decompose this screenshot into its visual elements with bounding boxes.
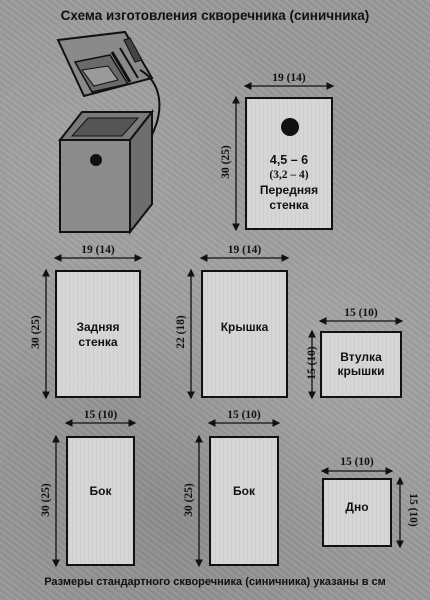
front-label-line2: стенка — [269, 198, 309, 212]
front-wall-panel: 4,5 – 6 (3,2 – 4) Передняя стенка — [245, 97, 333, 230]
diagram-footer-note: Размеры стандартного скворечника (синичн… — [44, 576, 386, 588]
back-width-label: 19 (14) — [81, 244, 115, 256]
sleeve-height-label: 15 (10) — [306, 346, 318, 380]
side-right-panel: Бок — [209, 436, 279, 566]
front-label-line1: Передняя — [259, 183, 319, 197]
roof-panel: Крышка — [201, 270, 288, 398]
side-left-label: Бок — [89, 484, 112, 498]
bottom-panel: Дно — [322, 478, 392, 547]
sleeve-width-label: 15 (10) — [344, 307, 378, 319]
roof-label: Крышка — [220, 320, 269, 334]
front-height-label: 30 (25) — [220, 145, 232, 179]
side-left-panel: Бок — [66, 436, 135, 566]
roof-width-label: 19 (14) — [227, 244, 262, 256]
front-hole-size: 4,5 – 6 — [269, 153, 309, 167]
side-right-label: Бок — [233, 484, 255, 498]
sleeve-label-line1: Втулка — [340, 350, 382, 364]
side-right-width-label: 15 (10) — [227, 409, 261, 421]
back-wall-panel: Задняя стенка — [55, 270, 141, 398]
back-height-label: 30 (25) — [30, 315, 42, 349]
front-hole-size-alt: (3,2 – 4) — [269, 169, 309, 181]
side-left-height-label: 30 (25) — [40, 483, 52, 517]
bottom-width-label: 15 (10) — [340, 456, 374, 468]
roof-sleeve-panel: Втулка крышки — [320, 331, 402, 398]
bottom-height-label: 15 (10) — [407, 493, 419, 527]
side-right-height-label: 30 (25) — [183, 483, 195, 517]
roof-height-label: 22 (18) — [175, 315, 187, 349]
sleeve-label-line2: крышки — [337, 364, 385, 378]
entrance-hole-icon — [281, 118, 299, 136]
front-width-label: 19 (14) — [272, 72, 306, 84]
back-label-line2: стенка — [78, 335, 118, 349]
back-label-line1: Задняя — [76, 320, 120, 334]
diagram-title: Схема изготовления скворечника (синичник… — [60, 8, 370, 23]
bottom-label: Дно — [345, 500, 369, 514]
side-left-width-label: 15 (10) — [83, 409, 118, 421]
